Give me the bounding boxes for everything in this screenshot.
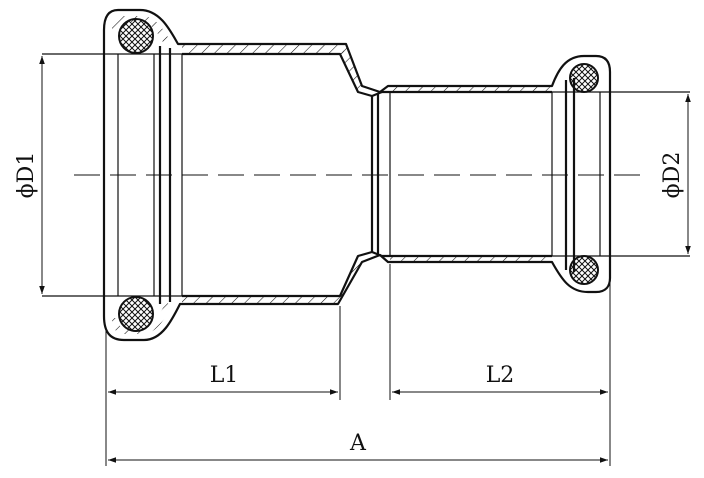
extension-lines [105, 264, 611, 466]
o-ring-bottom-right [569, 255, 599, 285]
dimension-d2: ϕD2 [660, 94, 691, 254]
label-d2: ϕD2 [660, 152, 685, 199]
label-l2: L2 [486, 363, 515, 388]
dimension-l2: L2 [392, 363, 608, 395]
o-rings [118, 18, 599, 332]
dimension-d1: ϕD1 [14, 56, 45, 294]
top-wall-large [102, 8, 612, 342]
o-ring-top-right [569, 63, 599, 93]
wall-hatching [112, 16, 552, 334]
label-d1: ϕD1 [14, 152, 39, 199]
o-ring-top-left [118, 18, 154, 54]
label-a: A [349, 431, 367, 456]
small-end-inner [370, 78, 690, 272]
label-l1: L1 [210, 363, 239, 388]
o-ring-bottom-left [118, 296, 154, 332]
dimension-a: A [108, 431, 608, 463]
dimension-l1: L1 [108, 363, 338, 395]
